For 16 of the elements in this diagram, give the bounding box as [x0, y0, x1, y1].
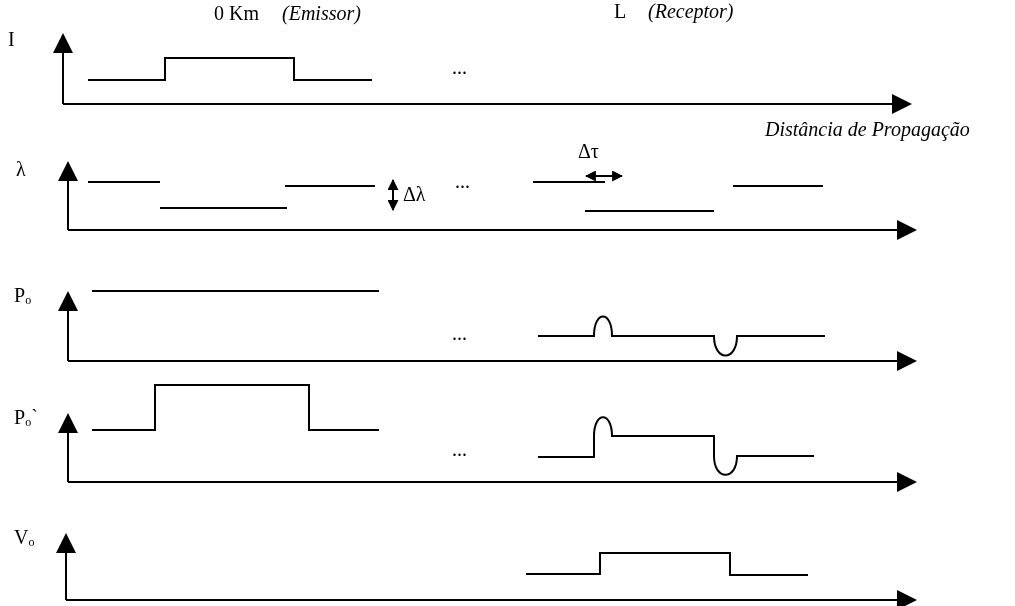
ellipsis: ...	[455, 170, 470, 192]
dimension-label: Δλ	[403, 183, 426, 205]
ellipsis: ...	[452, 322, 467, 344]
axis-label: λ	[16, 158, 26, 180]
dimension-label: Δτ	[578, 140, 599, 162]
axis-label: V$_{o}$	[14, 526, 35, 550]
axis-label: P$_{o}$`	[14, 406, 38, 430]
position-label: 0 Km	[214, 2, 259, 24]
position-label: (Emissor)	[282, 2, 361, 24]
axis-label: I	[8, 28, 15, 50]
axis-label: P$_{o}$	[14, 284, 32, 308]
position-label: L	[614, 0, 627, 22]
axis-title: Distância de Propagação	[765, 118, 970, 140]
ellipsis: ...	[452, 438, 467, 460]
ellipsis: ...	[452, 56, 467, 78]
position-label: (Receptor)	[648, 0, 734, 22]
